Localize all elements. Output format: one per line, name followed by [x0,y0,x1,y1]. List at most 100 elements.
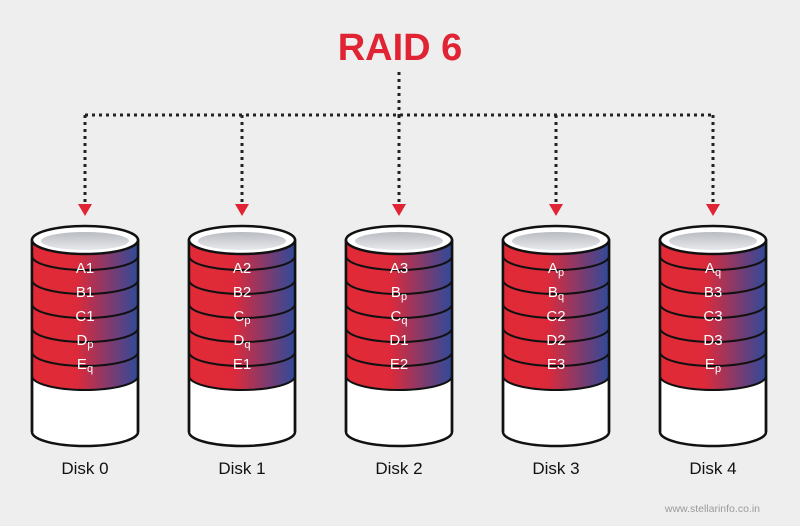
data-block-label: D3 [703,332,722,349]
block-index: 3 [714,308,722,325]
stripe-separator [31,351,139,367]
block-index: p [558,267,564,279]
block-index: p [87,339,93,351]
block-letter: E [705,356,715,373]
data-block-label: E2 [390,356,408,373]
data-block-label: A1 [76,260,94,277]
block-index: q [87,363,93,375]
block-letter: A [233,260,243,277]
block-index: p [244,315,250,327]
connector-lines [78,72,720,216]
block-letter: E [547,356,557,373]
block-letter: A [390,260,400,277]
block-index: q [401,315,407,327]
stripe-separator [188,375,296,391]
block-index: 2 [557,332,565,349]
disk-label: Disk 0 [61,459,108,478]
block-letter: A [548,260,558,277]
stripe-band [32,240,138,390]
block-letter: C [391,308,402,325]
block-index: p [715,363,721,375]
data-block-label: C2 [546,308,565,325]
block-index: 3 [400,260,408,277]
stripe-separator [345,279,453,295]
data-block-label: E3 [547,356,565,373]
block-index: 3 [714,332,722,349]
block-index: p [401,291,407,303]
stripe-separator [345,255,453,271]
block-index: 1 [86,260,94,277]
block-letter: D [546,332,557,349]
stripe-separator [345,303,453,319]
stripe-separator [502,255,610,271]
block-letter: A [76,260,86,277]
stripe-separator [659,255,767,271]
disk-label: Disk 1 [218,459,265,478]
block-letter: E [77,356,87,373]
block-index: 2 [557,308,565,325]
block-letter: E [390,356,400,373]
data-block-label: A3 [390,260,408,277]
stripe-separator [502,327,610,343]
parity-block-label: Dp [77,332,94,351]
data-block-label: D2 [546,332,565,349]
stripe-separator [31,303,139,319]
parity-block-label: Eq [77,356,93,375]
parity-block-label: Ep [705,356,721,375]
parity-block-label: Cp [234,308,251,327]
block-letter: B [704,284,714,301]
block-letter: C [75,308,86,325]
data-block-label: C1 [75,308,94,325]
diagram-title: RAID 6 [338,27,463,69]
parity-block-label: Ap [548,260,564,279]
stripe-separator [188,279,296,295]
watermark-text: www.stellarinfo.co.in [664,503,760,515]
stripe-separator [502,303,610,319]
block-letter: A [705,260,715,277]
stripe-separator [31,255,139,271]
stripe-separator [659,303,767,319]
stripe-band [660,240,766,390]
block-letter: D [389,332,400,349]
data-block-label: E1 [233,356,251,373]
data-block-label: B1 [76,284,94,301]
stripe-band [346,240,452,390]
stripe-band [189,240,295,390]
block-index: 1 [86,308,94,325]
disk-top-inner [512,232,600,250]
block-letter: E [233,356,243,373]
block-letter: C [546,308,557,325]
stripe-separator [659,375,767,391]
block-index: 1 [243,356,251,373]
block-letter: C [234,308,245,325]
stripe-separator [31,327,139,343]
block-letter: B [233,284,243,301]
block-letter: D [234,332,245,349]
block-index: q [715,267,721,279]
data-block-label: A2 [233,260,251,277]
block-index: q [244,339,250,351]
arrow-down-icon [549,204,563,216]
parity-block-label: Aq [705,260,721,279]
disk-top-inner [355,232,443,250]
parity-block-label: Dq [234,332,251,351]
arrow-down-icon [78,204,92,216]
block-letter: D [77,332,88,349]
parity-block-label: Bq [548,284,564,303]
block-index: 2 [243,260,251,277]
stripe-separator [188,255,296,271]
arrow-down-icon [706,204,720,216]
block-index: 3 [714,284,722,301]
block-index: 1 [400,332,408,349]
block-index: 3 [557,356,565,373]
stripe-separator [345,375,453,391]
disk-label: Disk 4 [689,459,736,478]
block-index: q [558,291,564,303]
stripe-separator [659,327,767,343]
